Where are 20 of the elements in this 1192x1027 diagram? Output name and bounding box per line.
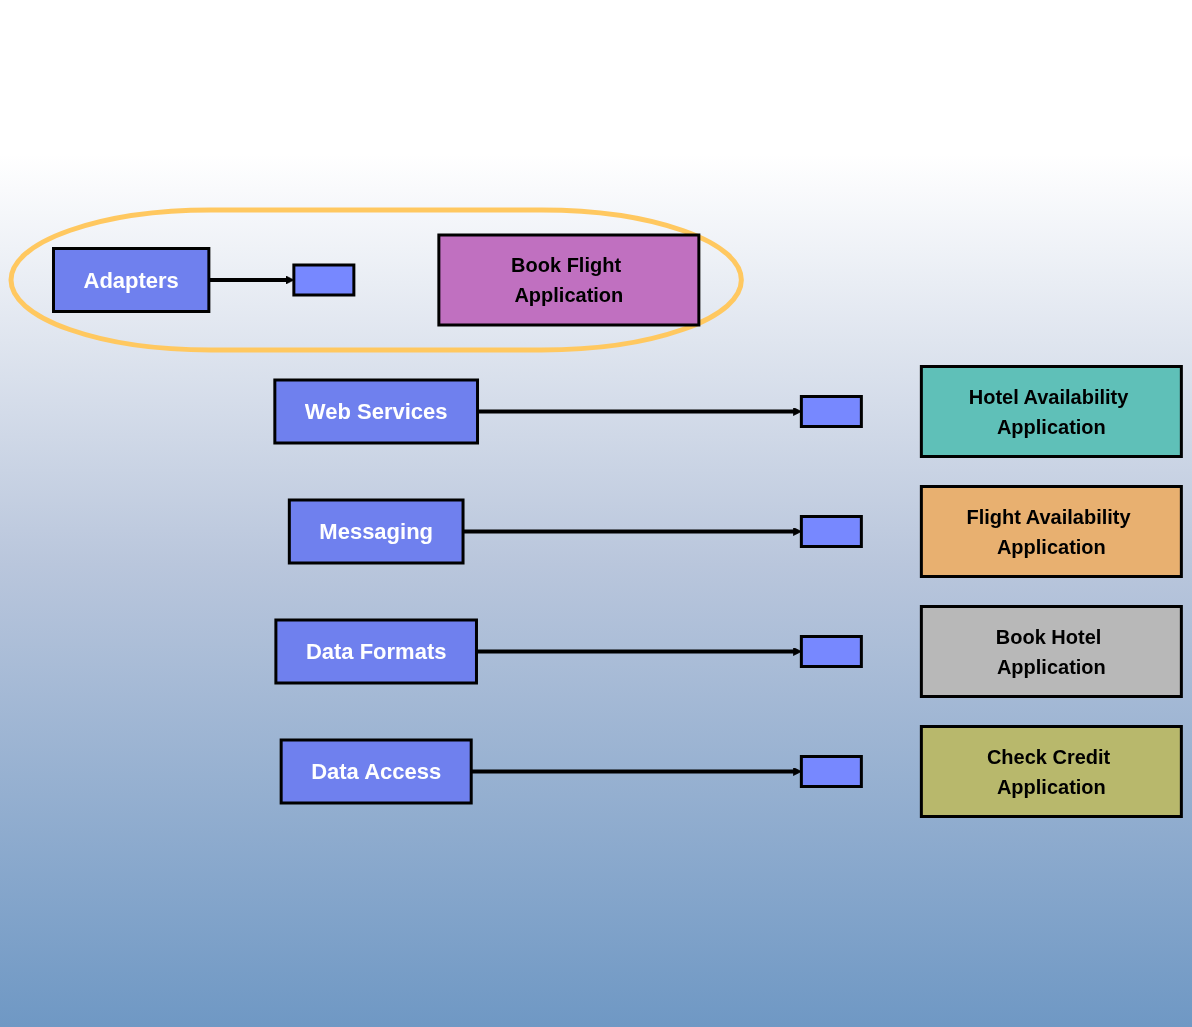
- node-box: Flight Availability Application: [919, 485, 1183, 579]
- node-box: Hotel Availability Application: [919, 365, 1183, 459]
- node-box: Adapters: [51, 247, 211, 314]
- arrow: [462, 527, 802, 537]
- node-box: Book Hotel Application: [919, 605, 1183, 699]
- arrow: [471, 767, 802, 777]
- arrow: [477, 407, 802, 417]
- node-box: Book Flight Application: [437, 233, 701, 327]
- node-bar: [799, 755, 863, 789]
- node-bar: [799, 515, 863, 549]
- node-box: Web Services: [273, 378, 479, 445]
- node-box: Data Formats: [274, 618, 478, 685]
- node-box: Messaging: [287, 498, 465, 565]
- node-bar: [799, 395, 863, 429]
- arrow: [476, 647, 802, 657]
- node-box: Data Access: [279, 738, 473, 805]
- cluster: [8, 207, 744, 353]
- node-box: Check Credit Application: [919, 725, 1183, 819]
- node-bar: [799, 635, 863, 669]
- node-bar: [292, 263, 356, 297]
